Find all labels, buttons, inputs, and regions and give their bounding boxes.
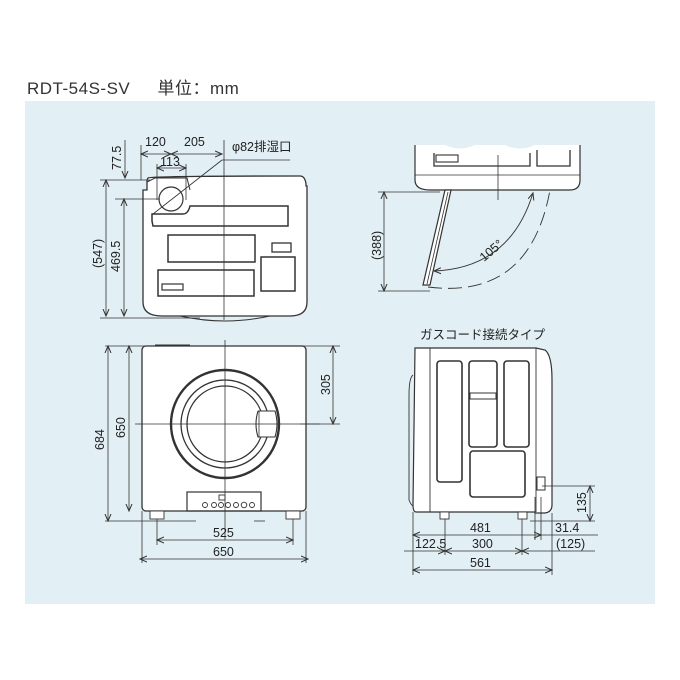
dim-foot-span: 525 [213,526,234,540]
dim-total-height: 684 [93,429,107,450]
dim-door-angle: 105° [477,237,506,264]
vent-label: φ82排湿口 [232,139,292,154]
top-view-dimensions [100,140,222,319]
front-view [135,340,320,540]
dim-foot-to-gas: 481 [470,521,491,535]
dim-vent-offset: 120 [145,135,166,149]
dim-vent-width: 113 [160,155,180,169]
dim-front-to-foot: 122.5 [415,537,446,551]
dim-drum-center: 305 [319,374,333,395]
side-view-caption: ガスコード接続タイプ [420,327,546,342]
side-view [408,347,553,520]
dim-total-depth: 561 [470,556,491,570]
dim-door-drop: (388) [370,231,384,260]
dim-body-height: 650 [114,417,128,438]
dim-rear-projection: (125) [556,537,585,551]
model-name: RDT-54S-SV [27,79,131,98]
door-open-view [414,141,581,289]
top-view [142,140,308,322]
title-row: RDT-54S-SV 単位：mm [27,74,261,99]
dim-gas-height: 135 [575,492,589,513]
dim-vent-to-center: 205 [184,135,205,149]
dim-body-depth: 469.5 [109,241,123,272]
dim-top-depth: 77.5 [110,146,124,170]
dim-total-width: 650 [213,545,234,559]
dim-gas-offset: 31.4 [555,521,579,535]
dim-side-foot-span: 300 [472,537,493,551]
unit-label: 単位：mm [157,79,240,98]
dim-overall-depth: (547) [91,239,105,268]
